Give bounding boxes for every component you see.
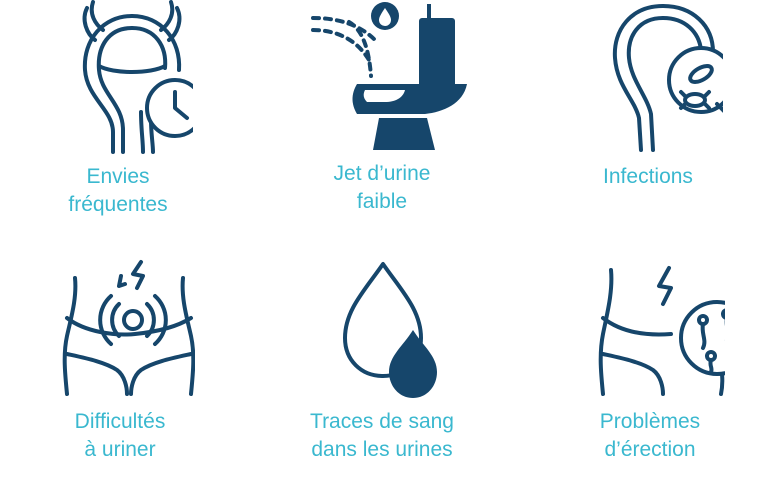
- label-line-1: Jet d’urine: [333, 162, 431, 185]
- symptom-weak-stream: Jet d’urine faible: [272, 0, 492, 216]
- symptom-label: Jet d’urine faible: [272, 160, 492, 216]
- toilet-drop-icon: [311, 2, 467, 150]
- symptom-erection-problems: Problèmes d’érection: [540, 258, 760, 464]
- label-line-2: fréquentes: [68, 193, 168, 216]
- symptom-frequent-urges: Envies fréquentes: [8, 0, 228, 219]
- label-line-2: dans les urines: [311, 438, 453, 461]
- blood-drop-icon: [343, 262, 437, 398]
- symptom-infections: Infections: [538, 0, 758, 191]
- symptom-label: Envies fréquentes: [8, 163, 228, 219]
- label-line-1: Envies: [86, 165, 150, 188]
- label-line-1: Difficultés: [74, 410, 166, 433]
- bladder-clock-icon: [82, 0, 193, 154]
- label-line-1: Problèmes: [599, 410, 701, 433]
- symptom-difficulty-urinating: Difficultés à uriner: [10, 258, 230, 464]
- label-line-1: Traces de sang: [310, 410, 454, 433]
- pelvis-sperm-icon: [598, 266, 725, 396]
- label-line-2: d’érection: [604, 438, 696, 461]
- bladder-magnifier-bacteria-icon: [612, 4, 723, 152]
- symptom-blood-traces: Traces de sang dans les urines: [272, 258, 492, 464]
- label-line-2: à uriner: [84, 438, 156, 461]
- pelvis-pain-icon: [62, 260, 195, 396]
- label-line-2: faible: [356, 190, 408, 213]
- symptom-label: Problèmes d’érection: [540, 408, 760, 464]
- symptom-label: Difficultés à uriner: [10, 408, 230, 464]
- symptom-label: Traces de sang dans les urines: [272, 408, 492, 464]
- symptom-label: Infections: [538, 163, 758, 191]
- label-line-1: Infections: [603, 165, 693, 188]
